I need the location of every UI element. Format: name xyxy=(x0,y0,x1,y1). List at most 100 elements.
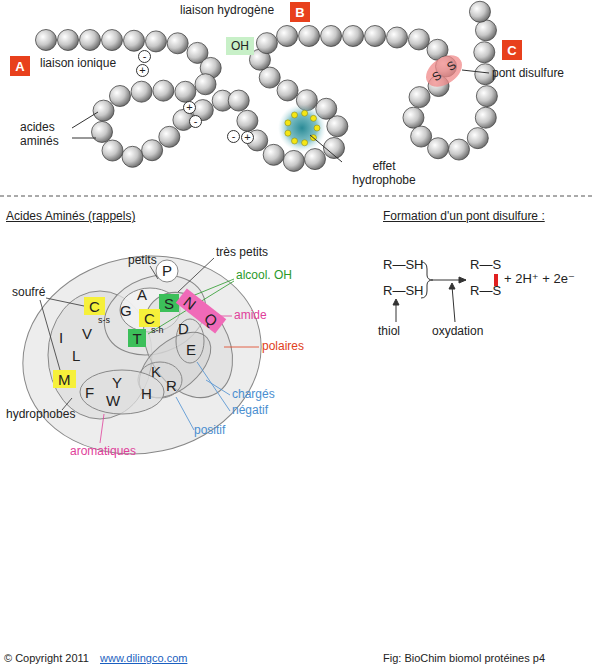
label-text: hydrophobes xyxy=(6,408,75,422)
node-text: M xyxy=(56,371,73,388)
amino-acid-bead xyxy=(93,100,114,121)
amino-acid-bead xyxy=(408,29,429,50)
amino-acid-letter: R xyxy=(166,377,177,394)
amino-acid-bead xyxy=(475,107,496,128)
label-text: acides aminés xyxy=(20,121,72,149)
label-text: thiol xyxy=(378,325,400,339)
leader-lines xyxy=(0,70,595,196)
amino-acid-letter: I xyxy=(59,329,63,346)
amino-acid-bead xyxy=(159,126,180,147)
amino-acid-bead xyxy=(428,138,449,159)
amino-acid-bead xyxy=(131,81,152,102)
node-text: - xyxy=(143,51,147,62)
amino-acid-bead xyxy=(387,27,408,48)
ion-charge: + xyxy=(241,131,254,144)
amino-acid-bead xyxy=(175,81,196,102)
label-text: positif xyxy=(194,424,225,438)
label-text: s-s xyxy=(98,315,110,325)
hydrophobic-dot xyxy=(285,120,291,126)
node-text: B xyxy=(293,5,306,20)
amino-acid-bead xyxy=(195,74,216,95)
amino-acid-letter: D xyxy=(178,320,189,337)
label-text: alcool. OH xyxy=(236,269,292,283)
label-text: chargés xyxy=(232,388,275,402)
label-text: aromatiques xyxy=(70,445,136,459)
amino-acid-bead xyxy=(277,26,298,47)
amino-acid-letter: K xyxy=(151,363,161,380)
amino-acid-bead xyxy=(475,20,496,41)
amino-acid-bead xyxy=(123,30,144,51)
amino-acid-bead xyxy=(409,87,430,108)
label-text: soufré xyxy=(12,286,45,300)
node-text: - xyxy=(194,116,198,127)
hydrophobic-dot xyxy=(302,110,308,116)
amino-acid-letter: G xyxy=(120,302,132,319)
amino-acid-letter: E xyxy=(186,341,196,358)
amino-acid-bead xyxy=(58,30,79,51)
label-text: amide xyxy=(234,309,267,323)
node-text: A xyxy=(13,59,26,74)
protein-chain xyxy=(36,1,498,171)
label-text: Fig: BioChim biomol protéines p4 xyxy=(383,652,545,665)
node-text: C xyxy=(142,310,157,327)
node-text: OH xyxy=(229,39,251,53)
amino-acid-highlight: C xyxy=(139,309,160,327)
hydrogen-bond-box: OH xyxy=(226,37,254,55)
amino-acid-bead xyxy=(142,140,163,161)
node-text: + xyxy=(139,65,145,76)
ion-charge: - xyxy=(138,50,151,63)
amino-acid-letter: L xyxy=(72,347,80,364)
label-text: liaison hydrogène xyxy=(180,4,274,18)
node-text: C xyxy=(87,298,102,315)
amino-acid-letter: F xyxy=(85,384,94,401)
amino-acid-bead xyxy=(92,121,113,142)
label-text: liaison ionique xyxy=(40,57,116,71)
node-text: T xyxy=(130,330,143,347)
amino-acid-bead xyxy=(304,149,325,170)
amino-acid-bead xyxy=(36,30,57,51)
hydrophobic-dot xyxy=(285,130,291,136)
hydrophobic-dots xyxy=(285,110,320,146)
amino-acid-bead xyxy=(283,150,304,171)
amino-acid-bead xyxy=(448,139,469,160)
amino-acid-bead xyxy=(80,30,101,51)
label-text: Formation d'un pont disulfure : xyxy=(383,210,545,224)
amino-acid-bead xyxy=(145,31,166,52)
node-text: S xyxy=(162,295,176,312)
label-text: s-h xyxy=(151,325,164,335)
amino-acid-bead xyxy=(403,107,424,128)
amino-acid-bead xyxy=(228,90,249,111)
label-text: pont disulfure xyxy=(492,67,564,81)
label-text: www.dilingco.com xyxy=(100,652,187,665)
hydrophobic-core xyxy=(278,104,326,152)
node-text: C xyxy=(505,43,518,58)
hydrophobic-dot xyxy=(292,138,298,144)
label-text: Acides Aminés (rappels) xyxy=(6,210,135,224)
amino-acid-letter: A xyxy=(137,286,147,303)
label-text: + 2H⁺ + 2e⁻ xyxy=(504,272,575,287)
hydrophobic-dot xyxy=(302,140,308,146)
amino-acid-letter: V xyxy=(82,325,92,342)
amino-acid-bead xyxy=(321,26,342,47)
label-text: polaires xyxy=(262,340,304,354)
amino-acid-highlight: M xyxy=(53,370,76,388)
amino-acid-bead xyxy=(122,146,143,167)
label-text: R—S xyxy=(470,258,501,273)
node-text: + xyxy=(244,132,250,143)
amino-acid-bead xyxy=(102,140,123,161)
ion-charge: + xyxy=(136,64,149,77)
marker-box: C xyxy=(502,40,522,60)
label-text: oxydation xyxy=(432,325,483,339)
amino-acid-bead xyxy=(109,86,130,107)
disulfide-ellipse: SS xyxy=(420,49,468,93)
ion-charge: - xyxy=(189,115,202,128)
amino-acid-bead xyxy=(469,1,490,22)
marker-box: B xyxy=(290,2,310,22)
ellipse-outline xyxy=(420,49,468,93)
label-text: très petits xyxy=(216,246,268,260)
amino-acid-bead xyxy=(467,128,488,149)
amino-acid-bead xyxy=(476,86,497,107)
hydrophobic-dot xyxy=(292,112,298,118)
label-text: R—S xyxy=(470,284,501,299)
